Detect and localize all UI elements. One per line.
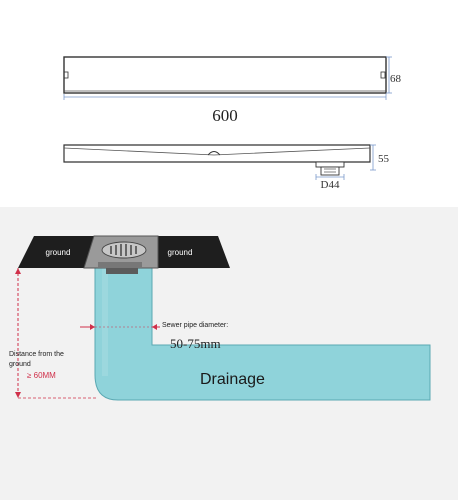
distance-label-line2: ground: [9, 361, 31, 368]
distance-value: ≥ 60MM: [27, 371, 56, 380]
ground-slab-left: [18, 236, 94, 268]
installation-diagram: ground ground Sewer pipe diameter: 50-75…: [0, 207, 458, 500]
side-height-label: 55: [378, 153, 390, 165]
distance-label-line1: Distance from the: [9, 351, 64, 358]
drainage-label: Drainage: [200, 371, 265, 388]
outlet-pipe: [320, 166, 340, 176]
grate-outlet: [106, 268, 138, 274]
ground-label-left: ground: [46, 248, 71, 257]
channel-slope: [63, 147, 371, 156]
outlet-flange: [315, 161, 345, 168]
outlet-label: D44: [321, 179, 340, 191]
grate-cover: [101, 241, 147, 259]
grate-body: [98, 262, 142, 268]
top-height-label: 68: [390, 73, 402, 85]
side-view-drawing: 55 D44: [63, 144, 390, 191]
channel-center-mark: [207, 151, 221, 156]
drainage-pipe: [94, 267, 431, 401]
sewer-value: 50-75mm: [170, 336, 221, 351]
ground-label-right: ground: [168, 248, 193, 257]
end-slot-right: [380, 71, 386, 79]
channel-top-outline: [63, 56, 387, 94]
top-view-drawing: 68 600: [63, 56, 402, 125]
sewer-label: Sewer pipe diameter:: [162, 322, 228, 329]
channel-side-body: [63, 144, 371, 163]
top-width-label: 600: [212, 106, 238, 125]
end-slot-left: [63, 71, 69, 79]
ground-slab-right: [158, 236, 230, 268]
